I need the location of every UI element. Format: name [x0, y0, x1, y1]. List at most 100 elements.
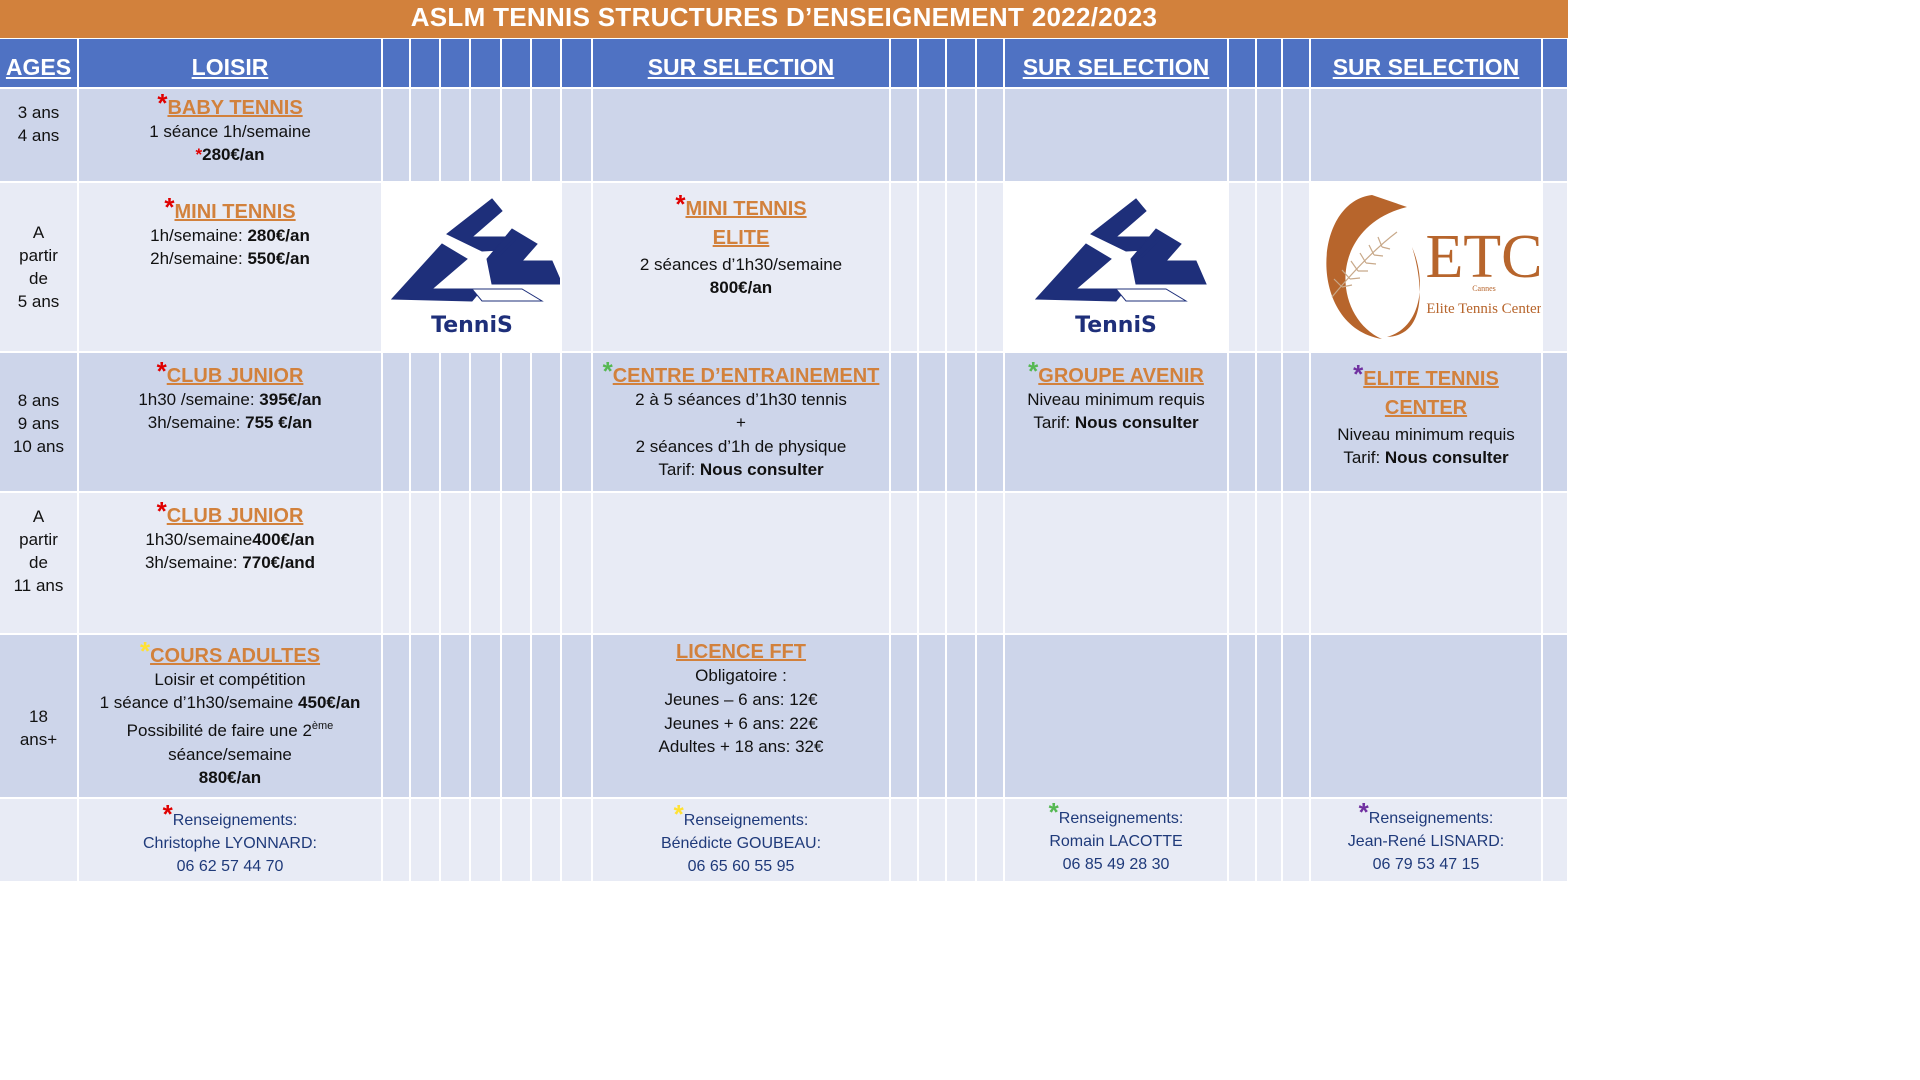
table-cell: [891, 635, 917, 797]
asterisk-icon: *: [164, 192, 175, 222]
table-cell: [947, 799, 975, 881]
text: Tarif:: [658, 460, 700, 479]
asterisk-icon: *: [1048, 799, 1059, 827]
table-cell: [977, 89, 1003, 181]
header-loisir: LOISIR: [79, 39, 381, 87]
logo-cell-aslm-1: TenniS: [383, 183, 560, 351]
text: Jeunes + 6 ans: 22€: [664, 714, 818, 733]
table-cell: [1543, 183, 1567, 351]
table-cell: [383, 635, 409, 797]
asterisk-icon: *: [157, 89, 168, 118]
table-cell: [1005, 493, 1227, 633]
logo-text-etc: ETC: [1425, 223, 1541, 291]
contact-phone: 06 85 49 28 30: [1062, 856, 1170, 873]
text: 2 à 5 séances d’1h30 tennis: [635, 390, 847, 409]
contact-phone: 06 65 60 55 95: [687, 858, 795, 875]
table-cell: [383, 39, 409, 87]
contact-label: Renseignements:: [1058, 810, 1184, 827]
age-line: 18: [29, 707, 48, 726]
text: séance/semaine: [168, 744, 292, 764]
table-cell: [383, 89, 409, 181]
table-cell: [891, 799, 917, 881]
table-cell: [532, 635, 560, 797]
table-cell: [1283, 39, 1309, 87]
club-junior-title: CLUB JUNIOR: [166, 505, 304, 527]
aslm-tennis-logo: TenniS: [1034, 198, 1207, 338]
table-cell: [1229, 493, 1255, 633]
contact-block: *Renseignements:Bénédicte GOUBEAU:06 65 …: [593, 801, 889, 878]
table-cell: [411, 89, 439, 181]
text: 3h/semaine:: [147, 413, 246, 432]
table-cell: [593, 89, 889, 181]
centre-entrainement-title: CENTRE D’ENTRAINEMENT: [612, 365, 880, 387]
table-cell: [1257, 799, 1281, 881]
mini-tennis-elite-title-2: ELITE: [712, 227, 770, 249]
age-line: A: [32, 223, 45, 242]
table-cell: [1311, 493, 1541, 633]
selection-header-2: SUR SELECTION: [1022, 54, 1210, 80]
price: 280€/an: [247, 226, 310, 245]
text: Jeunes – 6 ans: 12€: [664, 690, 818, 709]
table-cell: [1257, 493, 1281, 633]
table-cell: [891, 353, 917, 491]
text: +: [736, 413, 746, 432]
age-line: 11 ans: [13, 576, 64, 595]
mini-tennis-title: MINI TENNIS: [174, 201, 296, 223]
aslm-tennis-logo: TenniS: [390, 198, 560, 338]
licence-fft-title: LICENCE FFT: [676, 641, 806, 663]
age-line: A: [32, 507, 45, 526]
table-cell: [532, 493, 560, 633]
contact-label: Renseignements:: [683, 812, 809, 829]
table-cell: [411, 635, 439, 797]
table-cell: [1543, 89, 1567, 181]
text: Possibilité de faire une 2: [126, 720, 312, 740]
text: 2 séances d’1h30/semaine: [639, 255, 843, 274]
table-cell: [532, 799, 560, 881]
table-cell: [919, 89, 945, 181]
header-ages: AGES: [0, 39, 77, 87]
table-cell: [471, 635, 500, 797]
asterisk-icon: *: [673, 799, 684, 829]
price: 770€/and: [242, 553, 316, 572]
table-cell: [502, 635, 530, 797]
table-cell: [441, 799, 469, 881]
text: 1 séance d’1h30/semaine: [99, 693, 299, 712]
text: Niveau minimum requis: [1337, 425, 1515, 444]
table-cell: [532, 353, 560, 491]
contact-name: Christophe LYONNARD:: [143, 835, 317, 852]
age-line: 10 ans: [12, 437, 65, 456]
table-cell: [383, 799, 409, 881]
text: Niveau minimum requis: [1027, 390, 1205, 409]
table-cell: [1229, 799, 1255, 881]
club-junior-title: CLUB JUNIOR: [166, 365, 304, 387]
header-sel1: SUR SELECTION: [593, 39, 889, 87]
table-cell: [441, 635, 469, 797]
table-cell: [1311, 635, 1541, 797]
table-cell: [1543, 635, 1567, 797]
selection-header-1: SUR SELECTION: [647, 54, 835, 80]
asterisk-icon: *: [156, 356, 167, 386]
asterisk-icon: *: [675, 189, 686, 219]
table-cell: [502, 353, 530, 491]
price: 400€/an: [252, 530, 315, 549]
table-cell: [1543, 493, 1567, 633]
table-cell: [532, 39, 560, 87]
text: 2 séances d’1h de physique: [635, 437, 847, 456]
table-cell: [502, 493, 530, 633]
table-cell: [947, 353, 975, 491]
table-cell: [383, 353, 409, 491]
table-cell: [1229, 89, 1255, 181]
